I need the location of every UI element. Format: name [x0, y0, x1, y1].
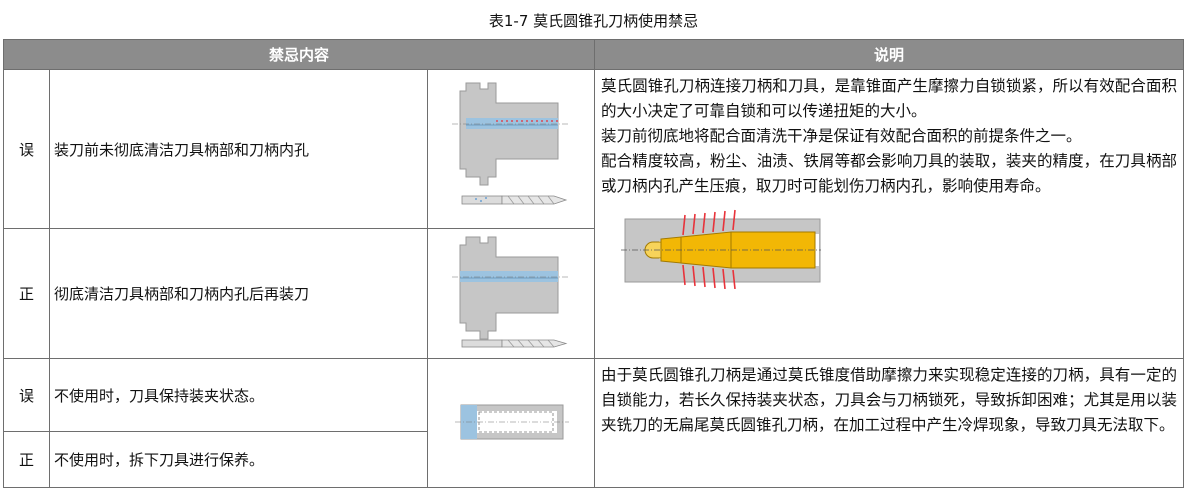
explanation-paragraph: 装刀前彻底地将配合面清洗干净是保证有效配合面积的前提条件之一。 — [601, 127, 1082, 145]
table-row: 误 不使用时，刀具保持装夹状态。 由于莫氏圆锥孔刀柄是通过莫氏锥度借助摩擦力来实… — [3, 358, 1185, 488]
explanation-cell-2: 由于莫氏圆锥孔刀柄是通过莫氏锥度借助摩擦力来实现稳定连接的刀柄，具有一定的自锁能… — [594, 358, 1185, 488]
row-content: 不使用时，刀具保持装夹状态。 — [49, 358, 428, 432]
dirty-holder-illustration — [452, 82, 571, 204]
figure-dirty-holder — [426, 69, 596, 229]
figure-stored-tool — [426, 358, 596, 488]
clean-holder-illustration — [452, 236, 571, 347]
row-mark: 误 — [3, 358, 50, 432]
table-row: 误 装刀前未彻底清洁刀具柄部和刀柄内孔 莫氏圆锥孔刀柄连接刀柄和刀具，是靠锥面产… — [3, 69, 1185, 359]
explanation-paragraph: 由于莫氏圆锥孔刀柄是通过莫氏锥度借助摩擦力来实现稳定连接的刀柄，具有一定的自锁能… — [601, 366, 1178, 434]
header-explanation: 说明 — [594, 39, 1185, 70]
explanation-paragraph: 配合精度较高，粉尘、油渍、铁屑等都会影响刀具的装取，装夹的精度，在刀具柄部或刀柄… — [601, 152, 1178, 195]
row-mark: 误 — [3, 69, 50, 229]
row-content: 彻底清洁刀具柄部和刀柄内孔后再装刀 — [49, 228, 428, 359]
table-row: 正 不使用时，拆下刀具进行保养。 — [3, 431, 1184, 488]
header-taboo: 禁忌内容 — [2, 39, 596, 70]
explanation-paragraph: 莫氏圆锥孔刀柄连接刀柄和刀具，是靠锥面产生摩擦力自锁锁紧，所以有效配合面积的大小… — [601, 77, 1178, 120]
row-mark: 正 — [3, 228, 50, 359]
taboo-table: 禁忌内容 说明 误 装刀前未彻底清洁刀具柄部和刀柄内孔 莫氏圆锥孔刀柄连接刀柄和… — [2, 39, 1185, 488]
stored-tool-illustration — [455, 404, 570, 440]
row-content: 装刀前未彻底清洁刀具柄部和刀柄内孔 — [49, 69, 428, 229]
explanation-cell-1: 莫氏圆锥孔刀柄连接刀柄和刀具，是靠锥面产生摩擦力自锁锁紧，所以有效配合面积的大小… — [594, 69, 1185, 359]
row-content: 不使用时，拆下刀具进行保养。 — [49, 431, 428, 488]
figure-clean-holder — [426, 228, 596, 359]
table-row: 正 彻底清洁刀具柄部和刀柄内孔后再装刀 — [3, 228, 1184, 359]
taper-friction-diagram — [621, 209, 822, 289]
header-row: 禁忌内容 说明 — [2, 39, 1185, 70]
row-mark: 正 — [3, 431, 50, 488]
table-title: 表1-7 莫氏圆锥孔刀柄使用禁忌 — [488, 12, 699, 30]
